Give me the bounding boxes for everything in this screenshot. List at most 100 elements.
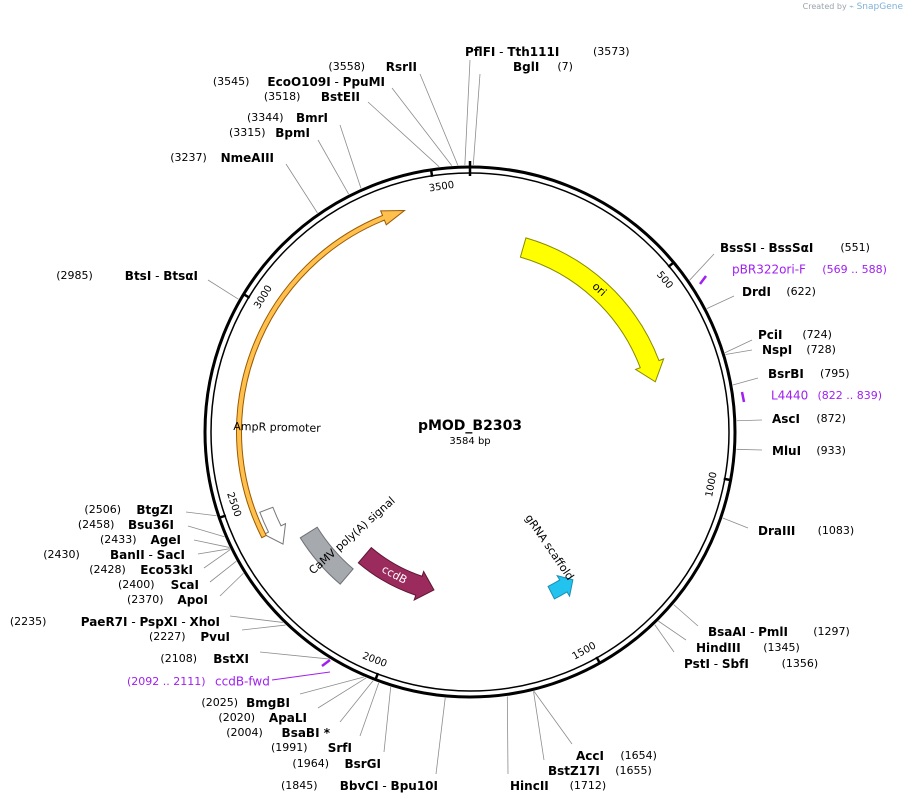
site-position: (7) (557, 60, 573, 73)
feature-amp-arrow (259, 506, 287, 545)
site-label: NspI (762, 343, 792, 357)
site-name: BsaAI (708, 625, 746, 639)
site-name: EcoO109I (267, 75, 330, 89)
site-2: RsrII(3558) (328, 60, 459, 166)
site-position: (1712) (570, 779, 607, 792)
site-21: BstZ17I (1655) (533, 691, 652, 778)
site-label: Eco53kI (140, 563, 193, 577)
site-10: DrdI(622) (706, 285, 816, 309)
site-label: PvuI (200, 630, 230, 644)
primer-marks: pBR322ori-F(569 .. 588)L4440(822 .. 839)… (127, 263, 887, 689)
site-position: (3573) (593, 45, 630, 58)
tick-mark (217, 514, 227, 520)
site-name: BglI (513, 60, 539, 74)
site-position: (2433) (100, 533, 137, 546)
site-leader (219, 572, 244, 597)
site-label: ScaI (171, 578, 199, 592)
site-position: (1964) (292, 757, 329, 770)
primer-range: (569 .. 588) (822, 263, 887, 276)
site-5: BmrI(3344) (247, 111, 362, 189)
site-name: PmlI (758, 625, 788, 639)
site-28: BmgBI(2025) (201, 676, 365, 710)
site-name: Eco53kI (140, 563, 193, 577)
site-position: (2400) (118, 578, 155, 591)
site-38: BtgZI(2506) (84, 503, 217, 517)
site-name: PaeR7I (81, 615, 128, 629)
credit-brand: SnapGene (856, 2, 903, 12)
site-27: ApaLI(2020) (218, 677, 367, 725)
site-leader (736, 448, 763, 451)
site-name: HincII (510, 779, 549, 793)
site-3: EcoO109I - PpuMI(3545) (213, 75, 453, 166)
site-name: BstEII (321, 90, 360, 104)
tick-label: 1000 (704, 471, 719, 498)
site-name: PvuI (200, 630, 230, 644)
feature-camv-arrow (299, 526, 354, 585)
site-position: (1356) (782, 657, 819, 670)
site-7: NmeAIII(3237) (170, 151, 318, 214)
site-position: (3545) (213, 75, 250, 88)
site-label: DrdI (742, 285, 771, 299)
feature-amp-label: AmpR promoter (233, 420, 321, 435)
site-30: PvuI(2227) (149, 624, 286, 644)
site-leader (722, 517, 749, 529)
site-label: BtsI - BtsαI (125, 269, 198, 283)
site-leader (197, 548, 230, 555)
tick-mark (429, 168, 434, 177)
site-leader (732, 377, 759, 386)
site-position: (728) (806, 343, 836, 356)
tick-mark (373, 672, 380, 681)
primer-range: (2092 .. 2111) (127, 675, 206, 688)
site-leader (317, 677, 367, 709)
site-position: (2004) (226, 726, 263, 739)
site-leader (299, 676, 365, 695)
site-label: BstZ17I (548, 764, 600, 778)
site-leader (506, 696, 509, 775)
site-name: BmrI (296, 111, 328, 125)
site-leader (654, 624, 675, 653)
site-label: BstEII (321, 90, 360, 104)
site-leader (193, 539, 230, 548)
tick-mark (242, 292, 251, 299)
site-leader (533, 691, 545, 761)
site-position: (1297) (813, 625, 850, 638)
site-label: BssSI - BssSαI (720, 241, 813, 255)
site-position: (1655) (615, 764, 652, 777)
site-label: BpmI (275, 126, 310, 140)
site-label: BsrBI (768, 367, 804, 381)
site-12: NspI (728) (725, 343, 836, 357)
site-leader (185, 511, 217, 517)
site-4: BstEII(3518) (264, 90, 440, 168)
site-leader (339, 124, 362, 189)
site-position: (2458) (78, 518, 115, 531)
site-label: PciI (758, 328, 783, 342)
site-leader (383, 686, 392, 753)
site-name: AscI (772, 412, 800, 426)
site-name: XhoI (189, 615, 220, 629)
site-leader (673, 604, 699, 627)
primer-tick (740, 391, 746, 403)
site-1: BglI (7) (472, 60, 573, 166)
site-8: BtsI - BtsαI(2985) (56, 269, 239, 300)
restriction-sites: PflFI - Tth111I(3573)BglI(7)RsrII(3558)E… (10, 45, 870, 793)
site-22: HincII (1712) (506, 696, 607, 793)
site-label: ApaLI (269, 711, 307, 725)
site-name: SrfI (328, 741, 352, 755)
site-position: (1345) (763, 641, 800, 654)
site-label: BbvCI - Bpu10I (340, 779, 438, 793)
site-label: BtgZI (136, 503, 173, 517)
site-name: BstZ17I (548, 764, 600, 778)
site-name: NmeAIII (221, 151, 274, 165)
site-label: BstXI (213, 652, 249, 666)
tick-label: 2000 (361, 651, 389, 670)
site-leader (706, 295, 735, 309)
site-leader (229, 615, 283, 623)
site-label: SrfI (328, 741, 352, 755)
site-name: Bsu36I (128, 518, 174, 532)
site-leader (464, 59, 471, 166)
site-position: (1991) (271, 741, 308, 754)
site-label: PaeR7I - PspXI - XhoI (81, 615, 220, 629)
site-position: (2430) (43, 548, 80, 561)
site-24: BsrGI(1964) (292, 686, 392, 771)
site-label: AscI (772, 412, 800, 426)
